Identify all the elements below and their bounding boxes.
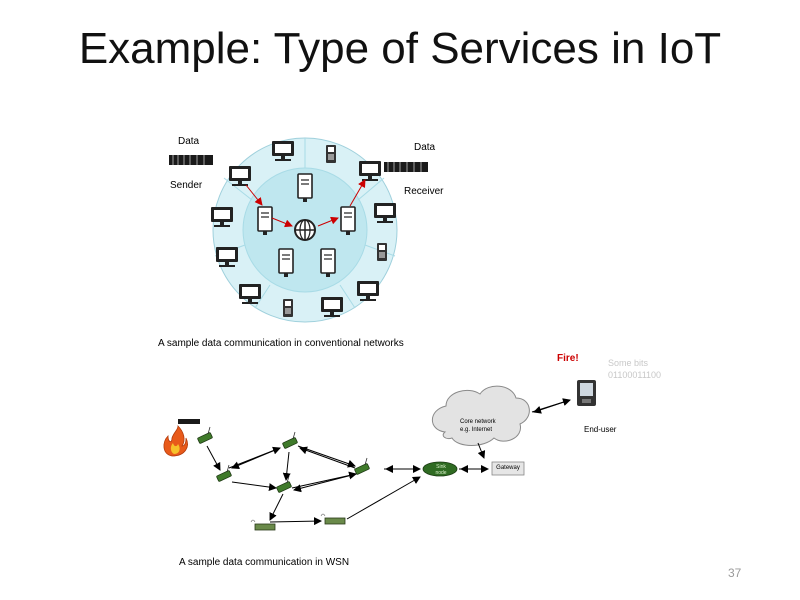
sensor-node-icon — [196, 426, 214, 445]
data-label-left: Data — [178, 136, 200, 147]
server-icon — [340, 206, 356, 236]
cloud-icon — [431, 385, 530, 446]
pda-icon — [577, 380, 596, 406]
sensor-node-icon — [353, 457, 371, 476]
some-bits-line1: Some bits — [608, 358, 649, 368]
wsn-diagram — [163, 380, 596, 531]
phone-icon — [326, 145, 336, 163]
bottom-diagram-caption: A sample data communication in WSN — [179, 557, 350, 568]
cloud-label-line1: Core network — [460, 419, 496, 425]
phone-icon — [377, 243, 387, 261]
cloud-label-line2: e.g. Internet — [460, 427, 493, 433]
sink-node — [422, 461, 458, 477]
phone-icon — [283, 299, 293, 317]
data-bits-right — [384, 162, 428, 172]
data-bits-left — [169, 155, 213, 165]
sender-label: Sender — [170, 180, 203, 191]
gateway-label: Gateway — [496, 465, 520, 471]
sensor-node-icon — [250, 519, 276, 531]
conventional-network-diagram — [169, 137, 428, 323]
server-icon — [320, 248, 336, 278]
cloud-label: Core network e.g. Internet — [460, 418, 496, 434]
globe-icon — [294, 219, 316, 241]
server-icon — [257, 206, 273, 236]
gateway-box — [491, 461, 525, 476]
page-number: 37 — [728, 566, 742, 580]
some-bits-line2: 01100011100 — [608, 370, 662, 380]
server-icon — [297, 173, 313, 203]
data-label-right: Data — [414, 142, 436, 153]
sensed-data-bits — [178, 419, 200, 424]
sink-node-label: Sink node — [435, 464, 447, 476]
fire-label: Fire! — [557, 353, 579, 364]
end-user-label: End-user — [584, 425, 617, 434]
sensor-node-icon — [281, 431, 299, 450]
server-icon — [278, 248, 294, 278]
sensor-node-icon — [320, 513, 346, 525]
receiver-label: Receiver — [404, 186, 444, 197]
fire-icon — [163, 425, 188, 457]
sensor-node-icon — [275, 475, 293, 494]
slide-title: Example: Type of Services in IoT — [78, 24, 722, 73]
top-diagram-caption: A sample data communication in conventio… — [158, 338, 404, 349]
some-bits-label: Some bits 01100011100 — [608, 357, 661, 381]
